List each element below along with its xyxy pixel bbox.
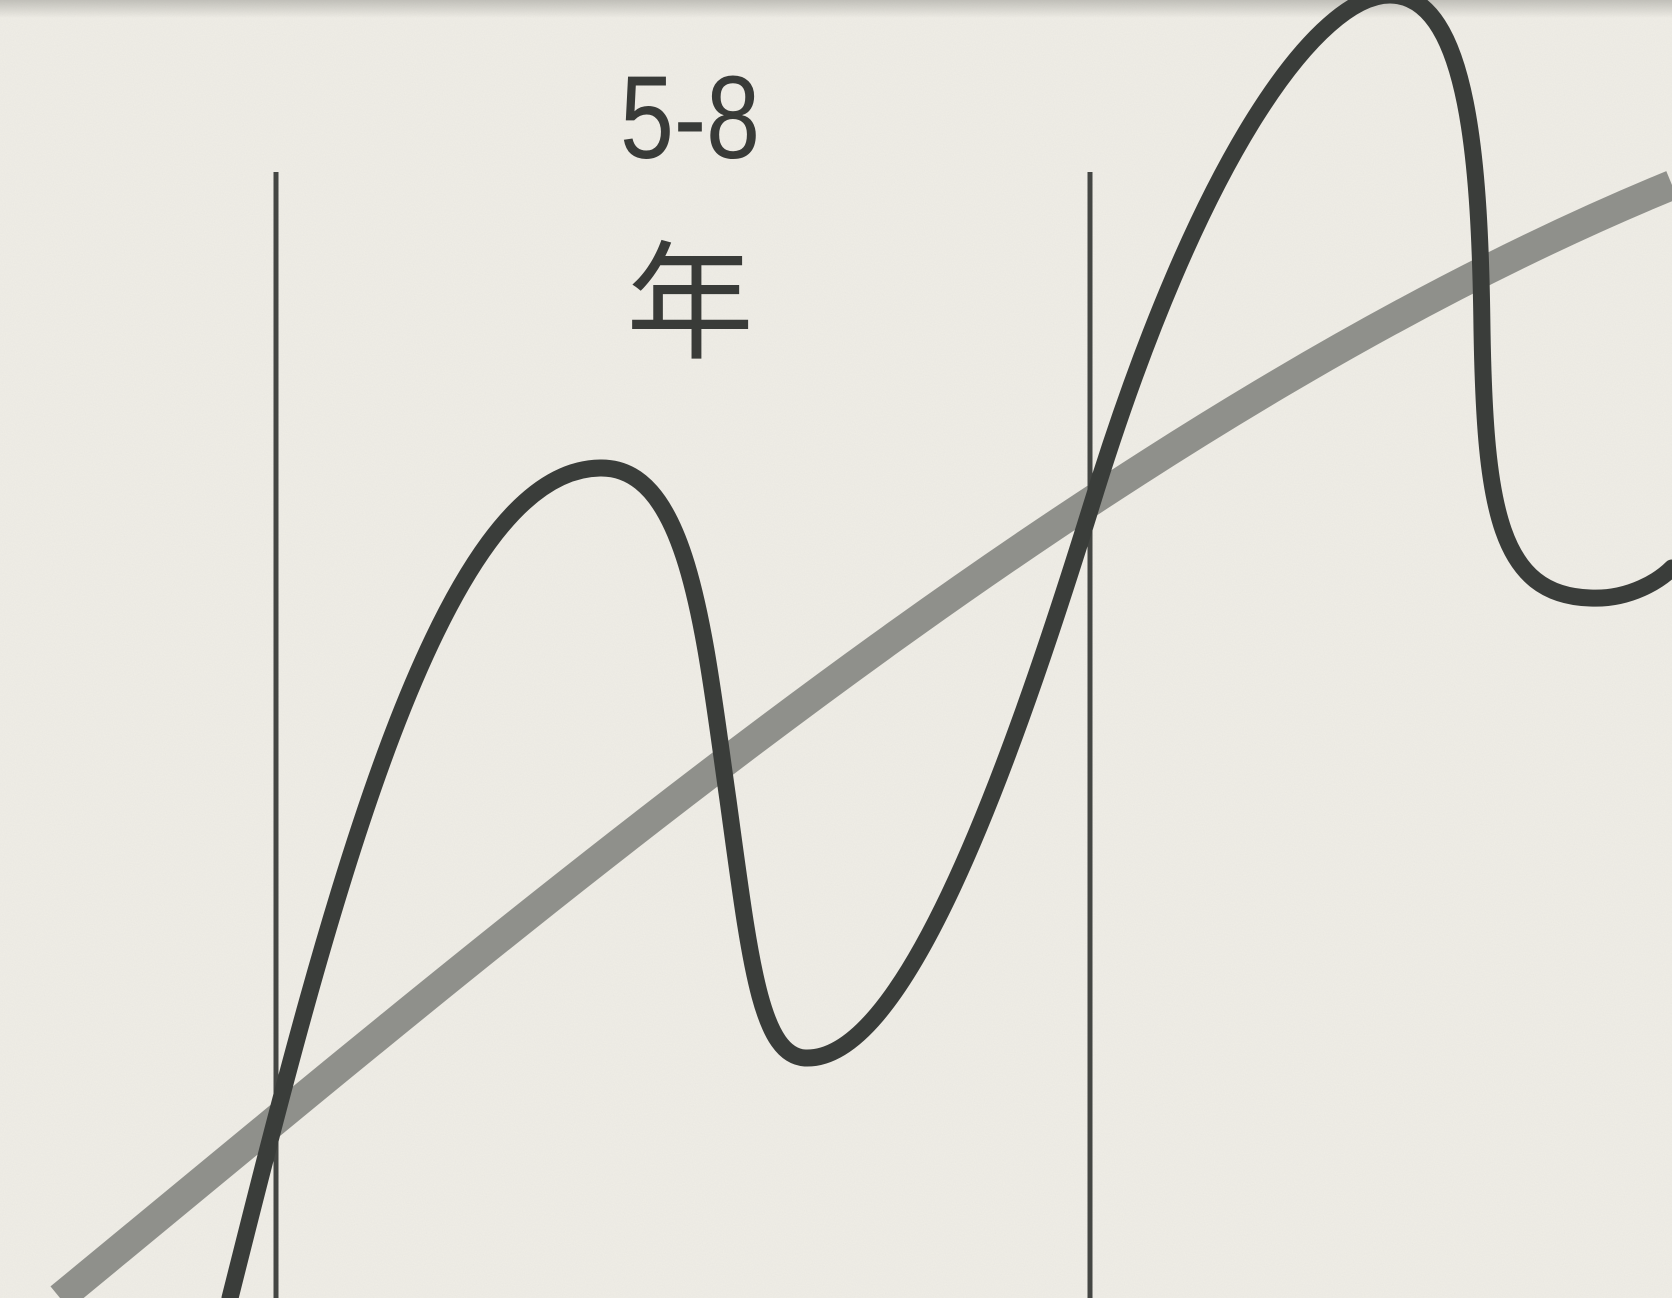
period-label-unit: 年 bbox=[626, 233, 754, 376]
cycle-curve bbox=[221, 0, 1672, 1298]
top-edge-shadow bbox=[0, 0, 1672, 18]
period-label-years: 5-8 bbox=[620, 52, 760, 184]
